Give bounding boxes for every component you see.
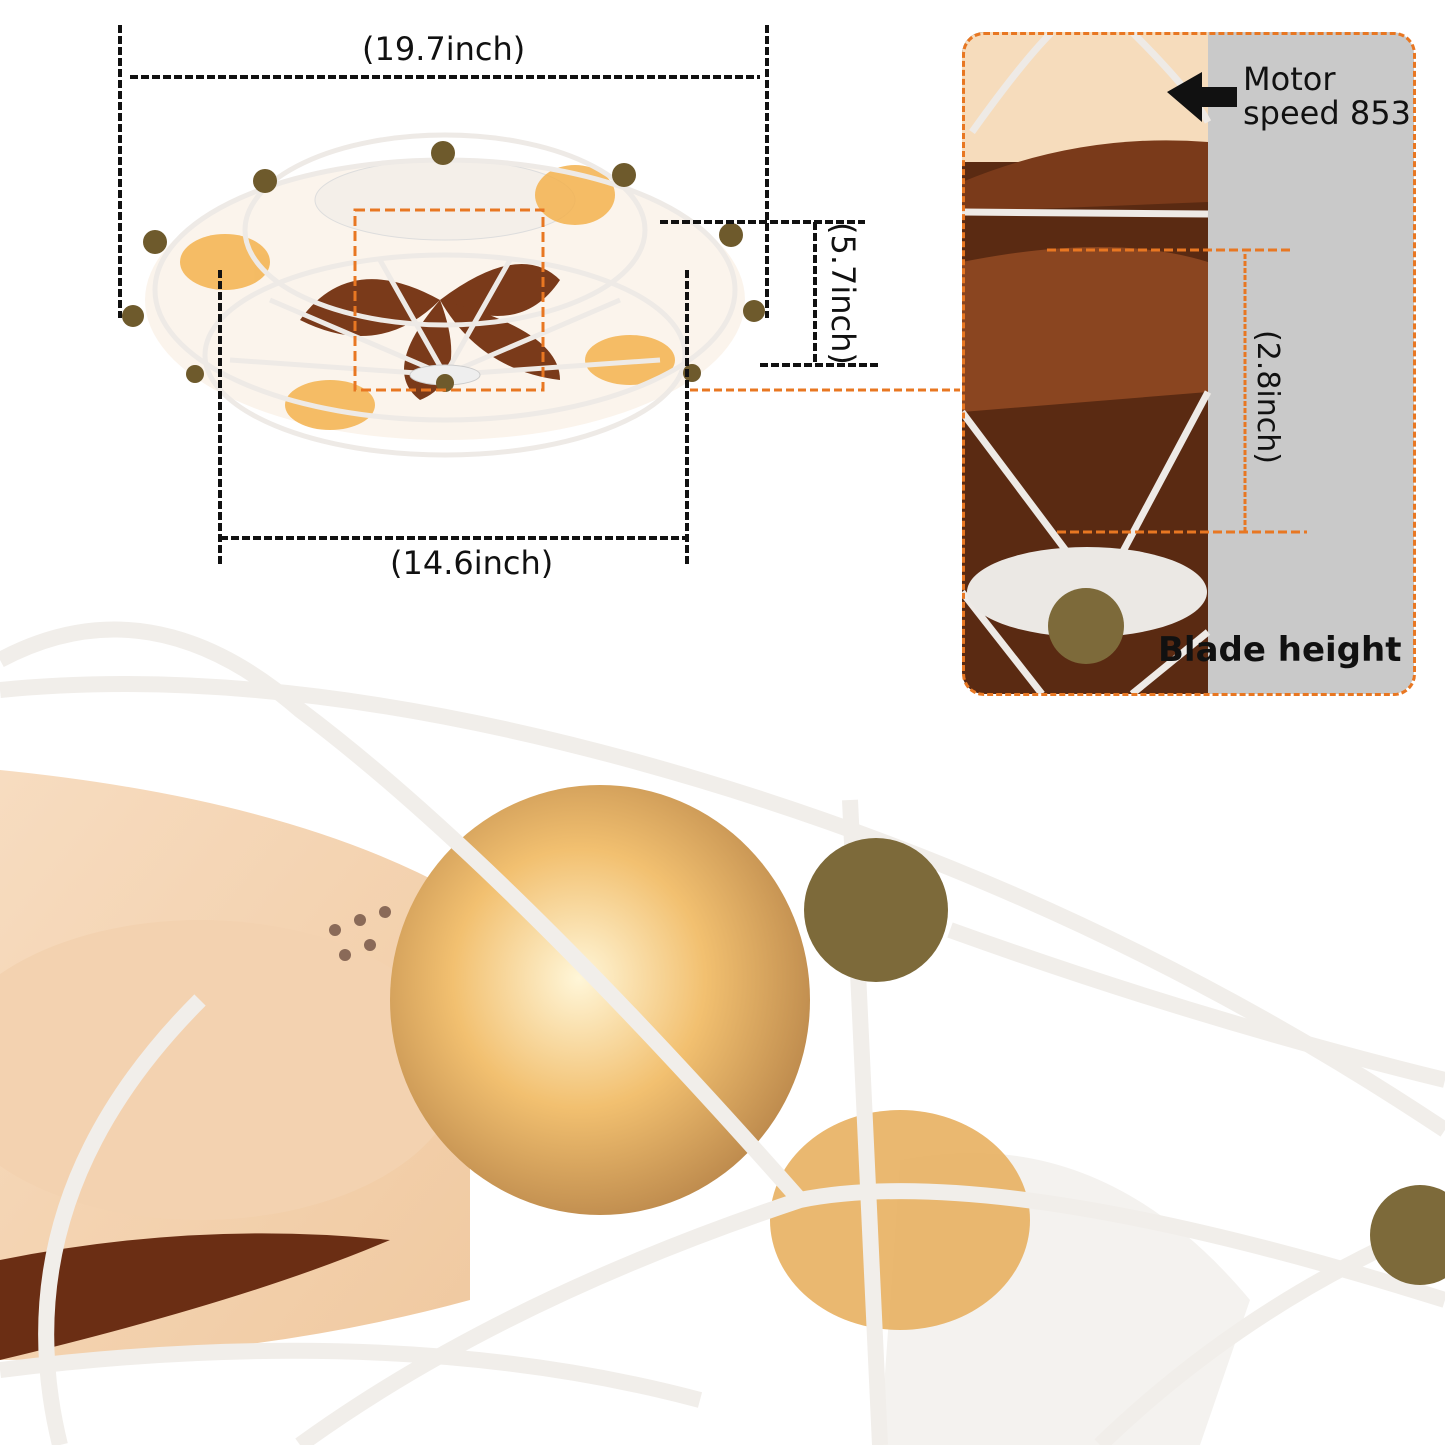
fan-product-photo xyxy=(122,132,765,458)
left-arrow-icon xyxy=(1167,72,1237,122)
fan-closeup-photo xyxy=(962,32,1307,694)
blade-height-label: Blade height xyxy=(1158,630,1402,670)
fan-light-closeup-photo xyxy=(0,621,1445,1445)
blade-height-value: (2.8inch) xyxy=(1250,330,1285,464)
cage-width-label: (14.6inch) xyxy=(390,544,554,582)
dimension-lines xyxy=(118,25,880,566)
overall-width-label: (19.7inch) xyxy=(362,30,526,68)
blade-height-inset xyxy=(962,32,1414,694)
height-label: (5.7inch) xyxy=(824,222,862,365)
inset-dashed-border xyxy=(962,32,1416,696)
motor-speed-label: Motor speed 853 xyxy=(1243,62,1411,130)
motor-label-line2: speed 853 xyxy=(1243,94,1411,132)
motor-label-line1: Motor xyxy=(1243,60,1336,98)
fan-dimension-diagram xyxy=(118,25,960,566)
